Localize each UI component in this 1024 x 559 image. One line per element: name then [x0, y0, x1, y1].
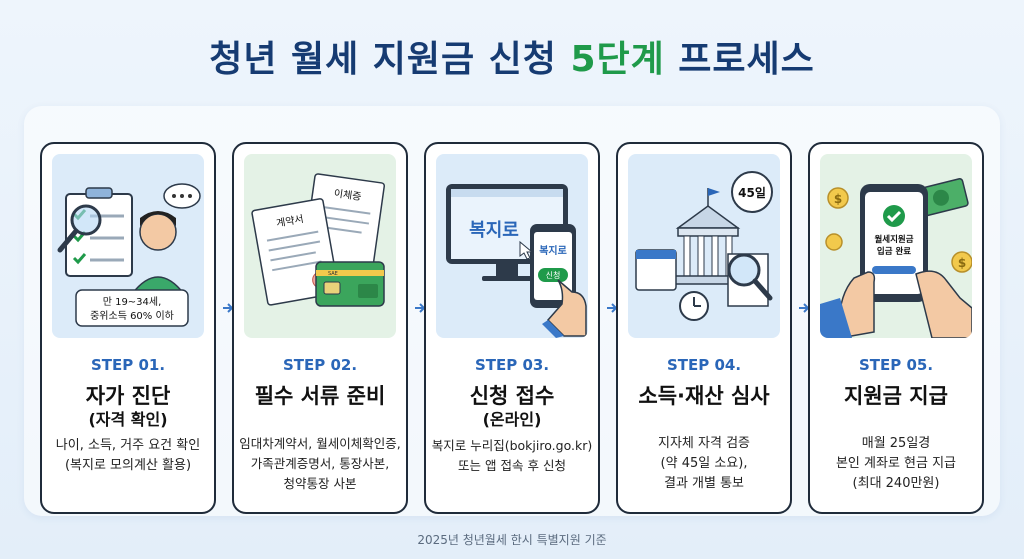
bokjiro-monitor-logo: 복지로	[469, 220, 519, 241]
desc-line: 청약통장 사본	[283, 476, 357, 491]
title-accent: 5단계	[570, 39, 665, 80]
coin-symbol: $	[834, 192, 842, 206]
title-main: 청년 월세 지원금 신청	[209, 39, 571, 80]
step-description: 지자체 자격 검증 (약 45일 소요), 결과 개별 통보	[622, 434, 786, 494]
step-description: 복지로 누리집(bokjiro.go.kr) 또는 앱 접속 후 신청	[430, 436, 594, 476]
desc-line: 가족관계증명서, 통장사본,	[250, 456, 390, 471]
criteria-line-2: 중위소득 60% 이하	[90, 309, 174, 322]
step-subtitle: (자격 확인)	[88, 410, 168, 429]
step-title: 필수 서류 준비	[254, 384, 386, 408]
desc-line: (복지로 모의계산 활용)	[64, 458, 192, 473]
step-label: STEP 03.	[474, 356, 550, 374]
step-description: 나이, 소득, 거주 요건 확인 (복지로 모의계산 활용)	[46, 436, 210, 476]
desc-line: 결과 개별 통보	[663, 476, 745, 491]
step-card-2: 이체증 계약서 SAE STEP 02. 필수 서류 준비 임대차계약서, 월세…	[232, 142, 408, 514]
self-diagnosis-illustration: 만 19~34세, 중위소득 60% 이하	[52, 154, 204, 338]
desc-line: (약 45일 소요),	[660, 456, 748, 471]
step-label: STEP 04.	[666, 356, 742, 374]
days-badge: 45일	[738, 186, 766, 200]
transfer-doc-label: 이체증	[333, 187, 362, 203]
step-title: 지원금 지급	[844, 384, 948, 408]
desc-line: 임대차계약서, 월세이체확인증,	[239, 436, 401, 451]
online-application-illustration: 복지로 복지로 신청	[436, 154, 588, 338]
desc-line: 지자체 자격 검증	[658, 436, 750, 451]
criteria-line-1: 만 19~34세,	[103, 296, 162, 308]
review-illustration: 45일	[628, 154, 780, 338]
desc-line: 또는 앱 접속 후 신청	[458, 458, 566, 473]
bokjiro-app-logo: 복지로	[539, 244, 567, 257]
page-title: 청년 월세 지원금 신청 5단계 프로세스	[0, 30, 1024, 82]
step-subtitle: (온라인)	[482, 410, 542, 429]
desc-line: 나이, 소득, 거주 요건 확인	[55, 438, 201, 453]
payment-status-line-1: 월세지원금	[874, 234, 913, 245]
documents-illustration: 이체증 계약서 SAE	[244, 154, 396, 338]
step-description: 매월 25일경 본인 계좌로 현금 지급 (최대 240만원)	[814, 434, 978, 494]
step-card-4: 45일 STEP 04. 소득·재산 심사 지자체 자격 검증 (약 45일 소…	[616, 142, 792, 514]
payment-status-line-2: 입금 완료	[877, 246, 911, 257]
step-card-3: 복지로 복지로 신청 STEP 03. 신청 접수 (온라인) 복지로 누리집(…	[424, 142, 600, 514]
step-title: 신청 접수	[469, 384, 555, 408]
desc-line: 본인 계좌로 현금 지급	[835, 456, 957, 471]
step-label: STEP 02.	[282, 356, 358, 374]
payment-illustration: $ $ 월세지원금 입금 완료	[820, 154, 972, 338]
desc-line: 복지로 누리집(bokjiro.go.kr)	[431, 438, 593, 453]
step-label: STEP 05.	[858, 356, 934, 374]
contract-doc-label: 계약서	[275, 213, 304, 230]
step-label: STEP 01.	[90, 356, 166, 374]
step-card-5: $ $ 월세지원금 입금 완료 STEP 05. 지원금 지급 매월 25일경 …	[808, 142, 984, 514]
step-title: 자가 진단	[85, 384, 171, 408]
footnote: 2025년 청년월세 한시 특별지원 기준	[417, 533, 607, 547]
bankbook-label: SAE	[328, 271, 338, 277]
step-title: 소득·재산 심사	[638, 384, 770, 408]
apply-button-illus: 신청	[546, 271, 561, 280]
step-card-1: 만 19~34세, 중위소득 60% 이하 STEP 01. 자가 진단 (자격…	[40, 142, 216, 514]
desc-line: 매월 25일경	[861, 436, 931, 451]
desc-line: (최대 240만원)	[852, 476, 940, 491]
title-tail: 프로세스	[664, 39, 815, 80]
step-description: 임대차계약서, 월세이체확인증, 가족관계증명서, 통장사본, 청약통장 사본	[238, 434, 402, 494]
coin-symbol: $	[958, 256, 966, 270]
